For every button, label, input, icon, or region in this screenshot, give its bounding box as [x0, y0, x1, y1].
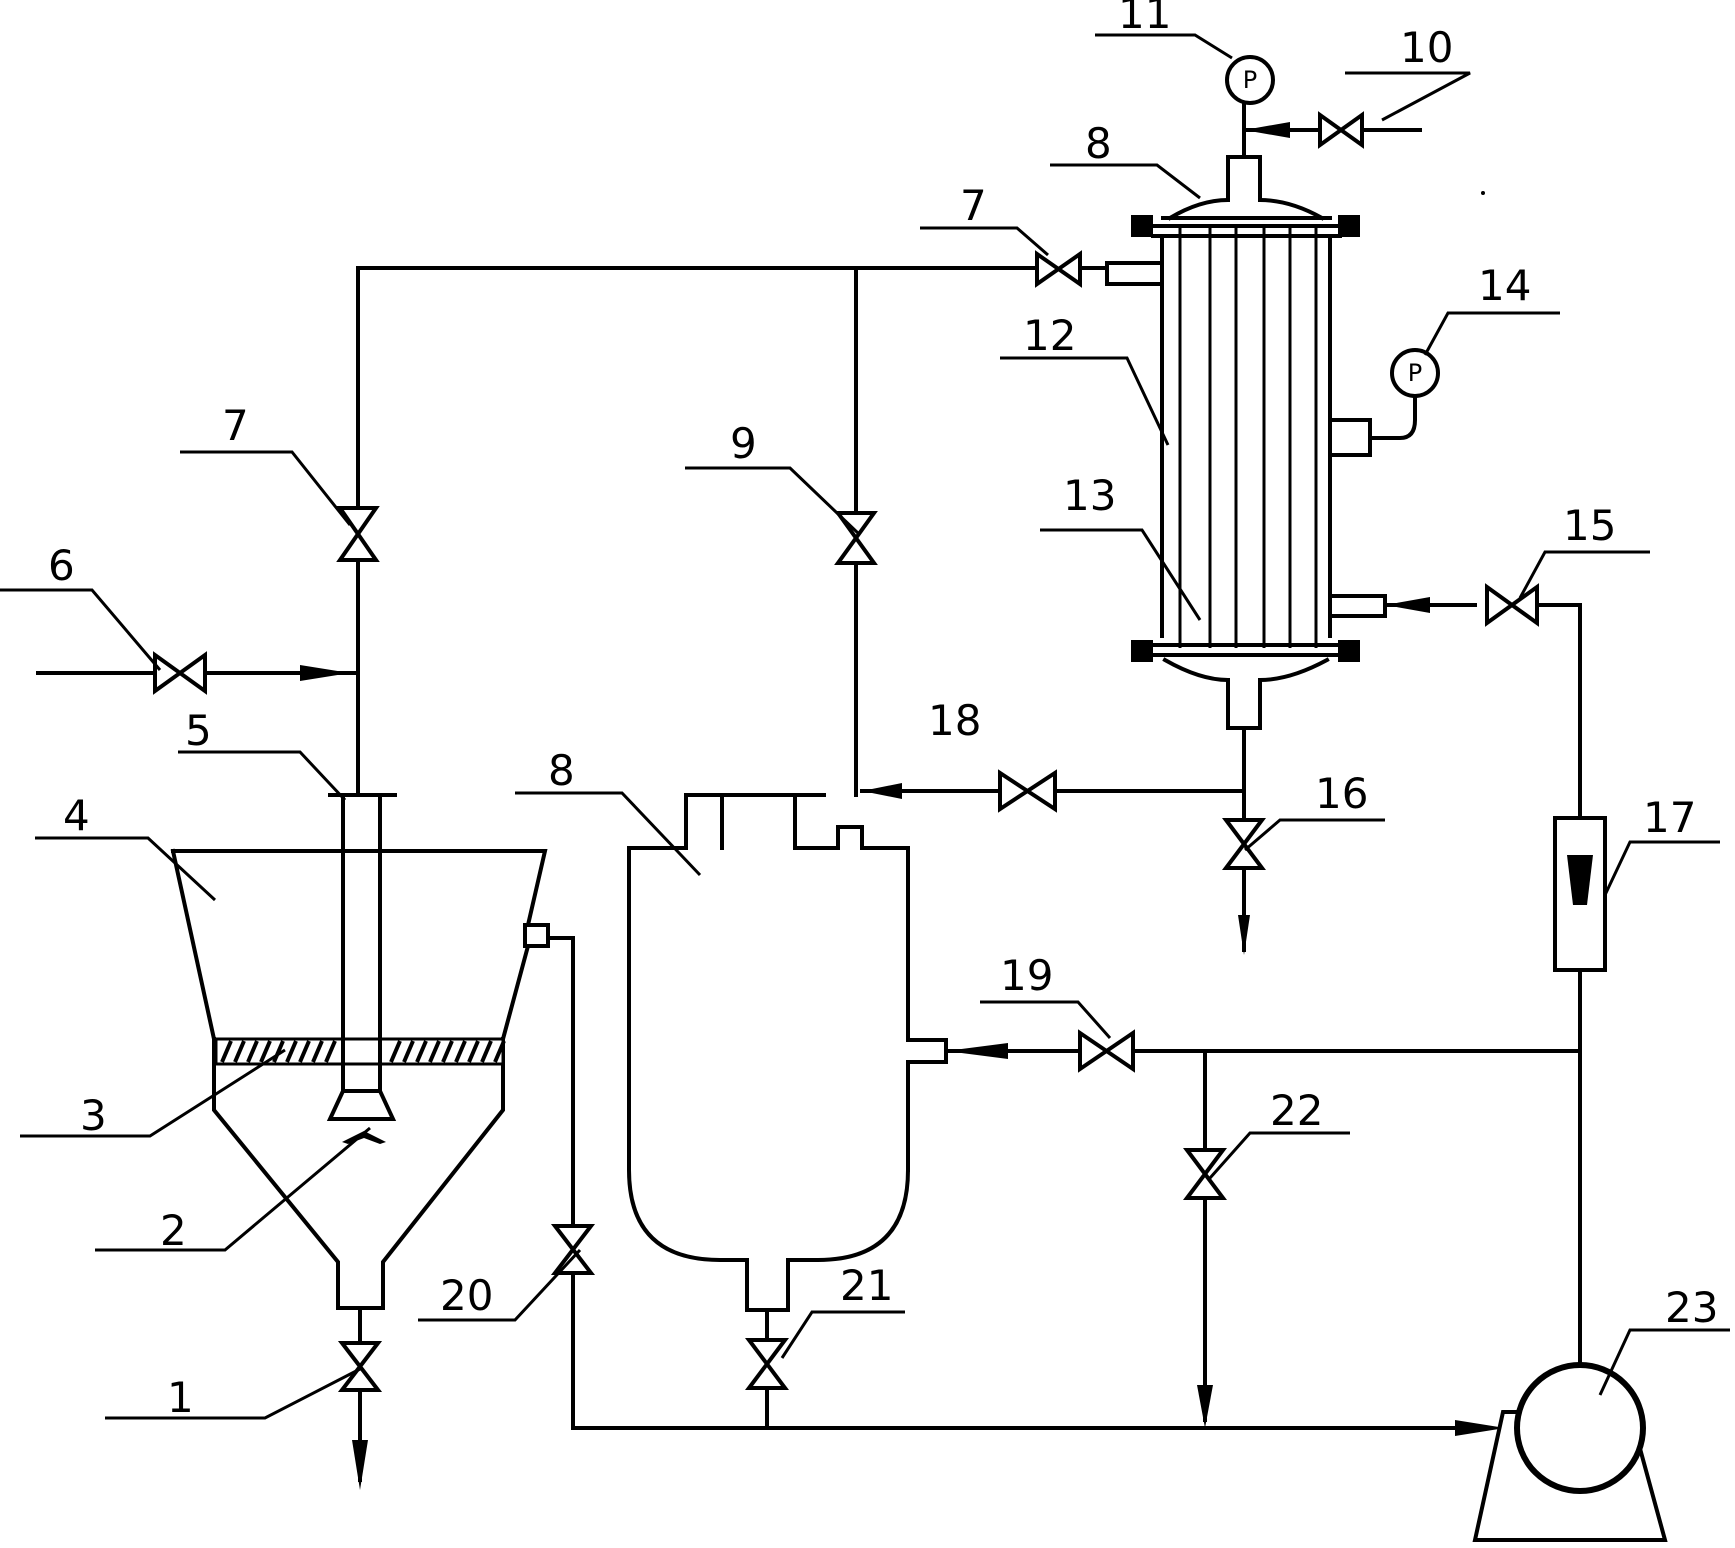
valve-7b-icon — [1035, 250, 1082, 288]
filter-hatch-mark — [311, 1040, 324, 1063]
leader-lines — [0, 33, 1730, 1420]
filter-hatch-mark — [454, 1040, 467, 1063]
settling-tank — [170, 848, 550, 1310]
label-20b: 20 — [440, 1271, 493, 1320]
label-5: 5 — [185, 706, 212, 755]
label-9: 9 — [730, 419, 757, 468]
arrow-15 — [1385, 597, 1430, 613]
filter-hatch-mark — [415, 1040, 428, 1063]
arrow-19 — [946, 1043, 1008, 1059]
reservoir-tank — [627, 793, 948, 1312]
filter-hatch-mark — [480, 1040, 493, 1063]
valve-19-icon — [1078, 1029, 1135, 1073]
central-pipe — [326, 793, 397, 1121]
label-8a: 8 — [548, 746, 575, 795]
gauge-symbol: P — [1243, 66, 1257, 94]
pressure-gauge-14-icon: P — [1390, 348, 1440, 398]
label-12: 12 — [1023, 311, 1076, 360]
valve-6-icon — [153, 651, 207, 695]
label-7a: 7 — [222, 401, 249, 450]
label-23: 23 — [1665, 1283, 1718, 1332]
arrow-down-16 — [1238, 915, 1250, 955]
pressure-gauge-11-icon: P — [1225, 55, 1275, 105]
label-2: 2 — [160, 1206, 187, 1255]
label-10: 10 — [1400, 23, 1453, 72]
valve-22-icon — [1183, 1148, 1227, 1200]
valve-9-icon — [834, 511, 878, 565]
label-14: 14 — [1478, 261, 1531, 310]
filter-hatch-mark — [272, 1040, 285, 1063]
arrow-feed — [300, 665, 350, 681]
valve-18-icon — [998, 769, 1057, 813]
filter-hatch-mark — [467, 1040, 480, 1063]
label-20: 22 — [1270, 1086, 1323, 1135]
valves — [153, 111, 1539, 1392]
valve-10-icon — [1318, 111, 1364, 149]
label-1: 1 — [167, 1373, 194, 1422]
arrow-down-22 — [1197, 1385, 1213, 1428]
rotameter-icon — [1553, 816, 1607, 972]
label-17: 17 — [1643, 793, 1696, 842]
label-15: 15 — [1563, 501, 1616, 550]
arrow-10 — [1244, 122, 1290, 138]
filter-hatch-mark — [493, 1040, 506, 1063]
valve-20-icon — [550, 1224, 596, 1275]
filter-hatch-mark — [233, 1040, 246, 1063]
filter-hatch-mark — [298, 1040, 311, 1063]
filter-hatch-mark — [428, 1040, 441, 1063]
filter-layer — [214, 1037, 506, 1066]
label-11: 11 — [1118, 0, 1171, 38]
filter-hatch-mark — [220, 1040, 233, 1063]
label-8b: 8 — [1085, 119, 1112, 168]
label-13: 13 — [1063, 471, 1116, 520]
filter-hatch-mark — [402, 1040, 415, 1063]
flow-arrows — [300, 122, 1505, 1490]
label-16: 16 — [1315, 769, 1368, 818]
filter-hatch-mark — [324, 1040, 337, 1063]
centrifugal-pump-icon — [1472, 1362, 1668, 1542]
label-6: 6 — [48, 541, 75, 590]
label-4: 4 — [63, 791, 90, 840]
valve-15-icon — [1485, 583, 1539, 627]
membrane-module — [1105, 155, 1387, 730]
label-18: 18 — [928, 696, 981, 745]
arrow-18 — [862, 783, 902, 799]
filter-hatch-mark — [259, 1040, 272, 1063]
stray-dot — [1481, 191, 1485, 195]
labels: 1 2 3 4 5 6 7 7 8 8 9 10 11 12 13 14 15 … — [48, 0, 1718, 1422]
gauge-symbol: P — [1408, 359, 1422, 387]
filter-hatch-mark — [285, 1040, 298, 1063]
filter-hatch-mark — [389, 1040, 402, 1063]
valve-1-icon — [337, 1341, 383, 1392]
label-3: 3 — [80, 1091, 107, 1140]
filter-hatch-mark — [246, 1040, 259, 1063]
valve-16-icon — [1222, 818, 1266, 870]
label-19: 19 — [1000, 951, 1053, 1000]
arrow-down-1 — [352, 1440, 368, 1490]
valve-7-icon — [336, 506, 380, 562]
label-21: 21 — [840, 1261, 893, 1310]
label-7b: 7 — [960, 181, 987, 230]
valve-21-icon — [745, 1338, 789, 1390]
arrow-pump-in — [1455, 1420, 1505, 1436]
filter-hatch-mark — [441, 1040, 454, 1063]
